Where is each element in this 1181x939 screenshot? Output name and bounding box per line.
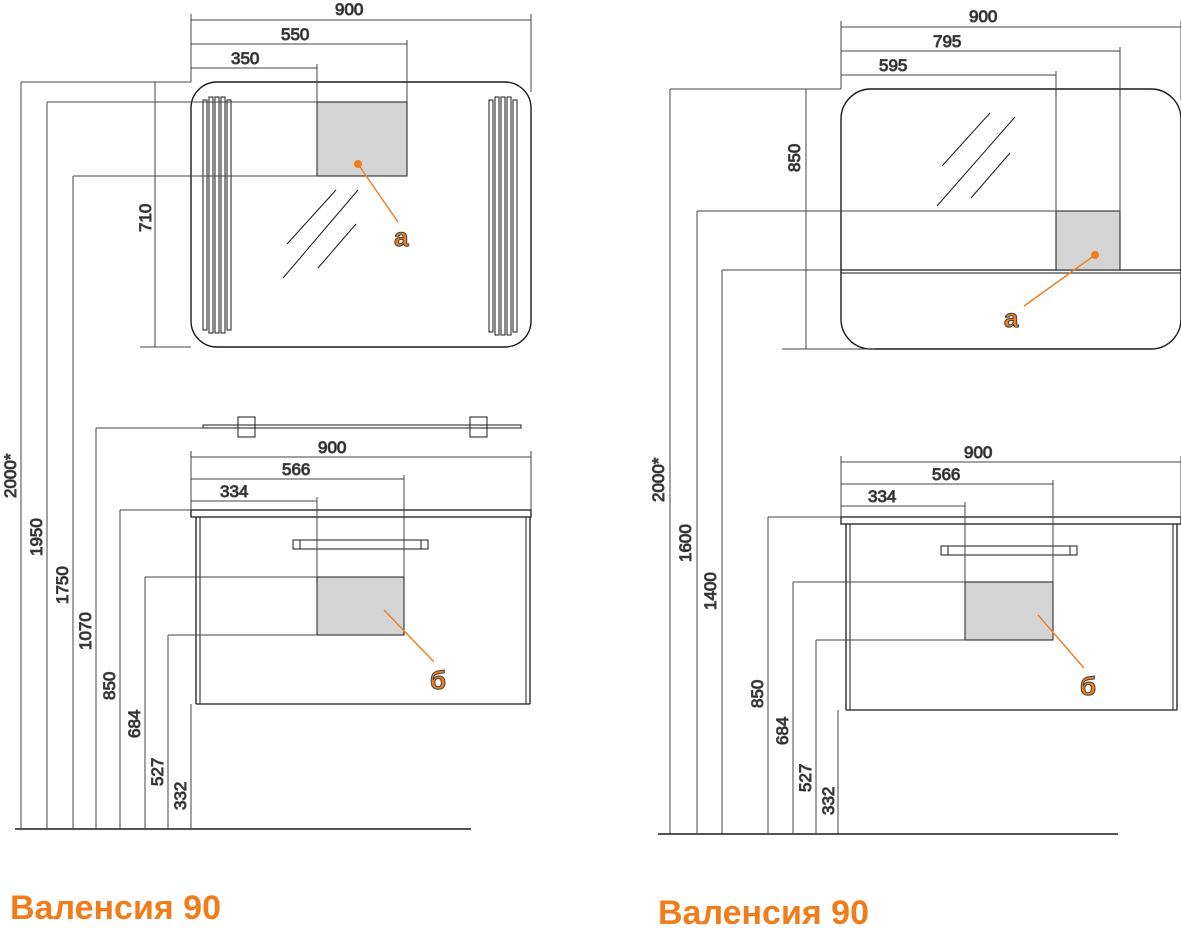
left-height-1750: 1750 [53,566,72,604]
left-cabinet-dim-334: 334 [220,482,248,501]
right-model-title: Валенсия 90 [658,894,869,932]
right-mirror-height-dim: 850 [785,144,804,172]
left-cabinet-width-dim: 900 [318,438,346,457]
left-height-527: 527 [148,758,167,786]
left-callout-a-leader [357,163,399,223]
right-cabinet-dim-566: 566 [932,465,960,484]
left-height-850: 850 [100,672,119,700]
left-cabinet-basin-box [316,576,405,636]
right-height-1600: 1600 [676,524,695,562]
left-callout-a-dot [354,160,362,168]
right-callout-a-label: а [1004,303,1019,333]
left-mirror-dim-350: 350 [231,49,259,68]
right-variant: 900 795 595 850 а [649,7,1181,835]
left-mirror-dim-550: 550 [281,25,309,44]
right-mirror-glare [936,112,1016,207]
left-shelf-bracket-left [237,416,256,438]
right-mirror-shelf-box [1055,210,1121,271]
left-cabinet-top [190,509,532,518]
right-callout-a-dot [1091,251,1099,259]
right-height-527: 527 [796,764,815,792]
left-mirror-light-strip-right [488,96,518,336]
right-callout-a-leader [1023,254,1096,307]
left-mirror-light-strip-left [202,96,232,334]
right-mirror-dim-595: 595 [879,56,907,75]
left-shelf-bracket-right [469,416,488,438]
right-cabinet-handle [940,545,1078,556]
left-callout-a-label: а [394,222,409,252]
right-height-850: 850 [748,680,767,708]
left-callout-b-leader [383,609,435,663]
right-mirror-dim-795: 795 [933,32,961,51]
left-height-2000: 2000* [1,453,20,498]
left-height-684: 684 [125,710,144,738]
left-mirror-width-dim: 900 [335,0,363,19]
right-height-1400: 1400 [701,572,720,610]
right-cabinet-width-dim: 900 [964,443,992,462]
right-height-684: 684 [773,717,792,745]
right-height-2000: 2000* [649,457,668,502]
right-cabinet-top [840,516,1181,525]
left-mirror-glare [282,189,359,279]
right-mirror-width-dim: 900 [969,7,997,26]
left-cabinet-handle [292,539,429,550]
right-cabinet-dim-334: 334 [868,487,896,506]
left-mirror-frame [190,81,532,348]
left-height-1070: 1070 [76,612,95,650]
left-mirror-shelf-box [316,101,408,177]
right-mirror-frame [840,88,1181,350]
left-mirror-height-dim: 710 [136,204,155,232]
left-callout-b-label: б [430,665,446,695]
left-height-1950: 1950 [27,518,46,556]
right-cabinet-basin-box [964,581,1054,641]
left-height-332: 332 [171,782,190,810]
left-variant: 900 550 350 710 а [1,0,532,830]
left-glass-shelf [202,424,522,429]
right-height-332: 332 [819,787,838,815]
left-cabinet-dim-566: 566 [282,460,310,479]
left-model-title: Валенсия 90 [10,889,221,927]
right-callout-b-leader [1037,614,1085,669]
right-callout-b-label: б [1080,671,1096,701]
